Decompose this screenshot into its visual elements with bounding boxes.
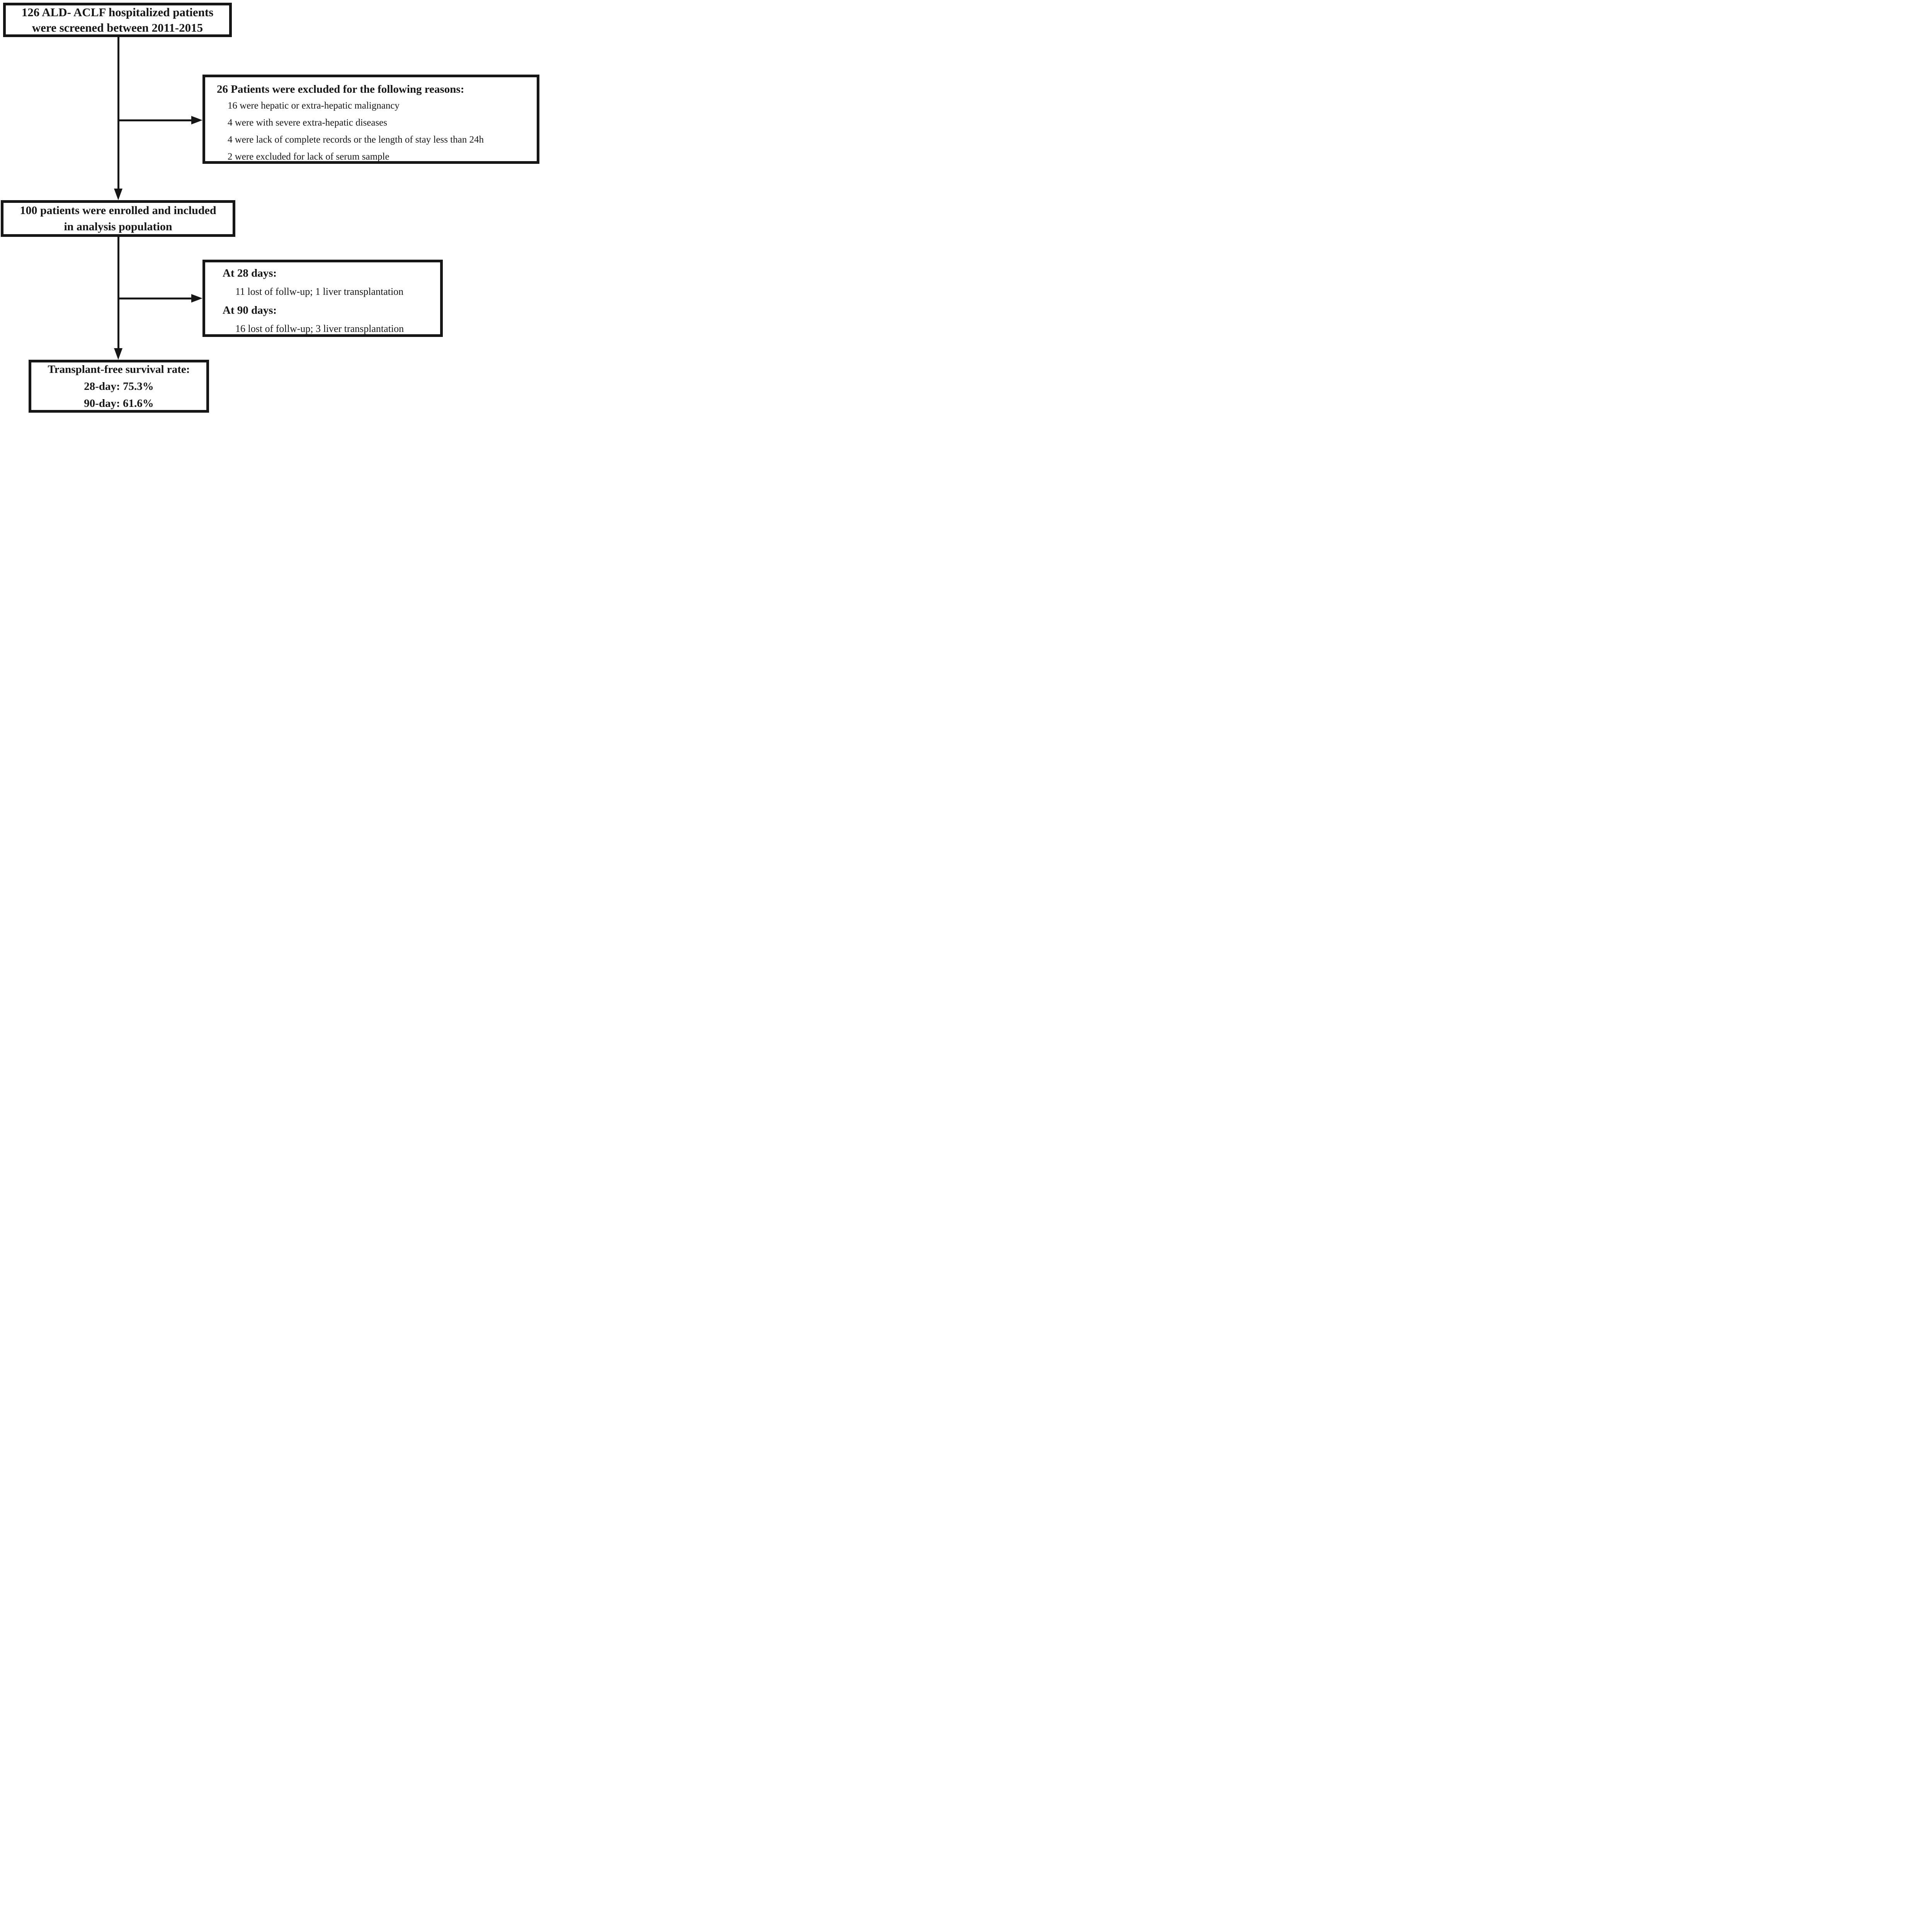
right-arrowhead-icon	[191, 116, 202, 124]
excluded-reason: 2 were excluded for lack of serum sample	[228, 151, 389, 162]
screened-box: 126 ALD- ACLF hospitalized patients were…	[3, 3, 232, 37]
survival-box: Transplant-free survival rate: 28-day: 7…	[29, 360, 209, 413]
screened-line-1: 126 ALD- ACLF hospitalized patients	[21, 5, 214, 19]
connector-to-excluded	[118, 119, 192, 121]
down-arrowhead-icon	[114, 348, 122, 360]
enrolled-box: 100 patients were enrolled and included …	[1, 200, 235, 237]
screened-line-2: were screened between 2011-2015	[32, 20, 203, 34]
down-arrowhead-icon	[114, 189, 122, 200]
followup-box: At 28 days: 11 lost of follw-up; 1 liver…	[202, 260, 443, 337]
right-arrowhead-icon	[191, 294, 202, 303]
survival-28-rate: 28-day: 75.3%	[84, 380, 154, 393]
excluded-reason: 4 were with severe extra-hepatic disease…	[228, 117, 388, 128]
connector-to-followup	[118, 298, 192, 299]
followup-90-detail: 16 lost of follw-up; 3 liver transplanta…	[235, 323, 404, 334]
survival-90-rate: 90-day: 61.6%	[84, 397, 154, 410]
followup-28-detail: 11 lost of follw-up; 1 liver transplanta…	[235, 286, 404, 297]
survival-title: Transplant-free survival rate:	[48, 363, 190, 376]
enrolled-line-2: in analysis population	[64, 220, 172, 233]
followup-28-label: At 28 days:	[223, 267, 277, 279]
patient-flow-diagram: 126 ALD- ACLF hospitalized patients were…	[0, 0, 548, 415]
excluded-box: 26 Patients were excluded for the follow…	[202, 75, 539, 164]
excluded-header: 26 Patients were excluded for the follow…	[217, 83, 464, 95]
enrolled-line-1: 100 patients were enrolled and included	[20, 204, 216, 217]
connector-enrolled-to-survival	[117, 236, 119, 348]
connector-screened-to-enrolled	[117, 36, 119, 189]
excluded-reason: 16 were hepatic or extra-hepatic maligna…	[228, 100, 400, 111]
followup-90-label: At 90 days:	[223, 304, 277, 316]
excluded-reason: 4 were lack of complete records or the l…	[228, 134, 484, 145]
